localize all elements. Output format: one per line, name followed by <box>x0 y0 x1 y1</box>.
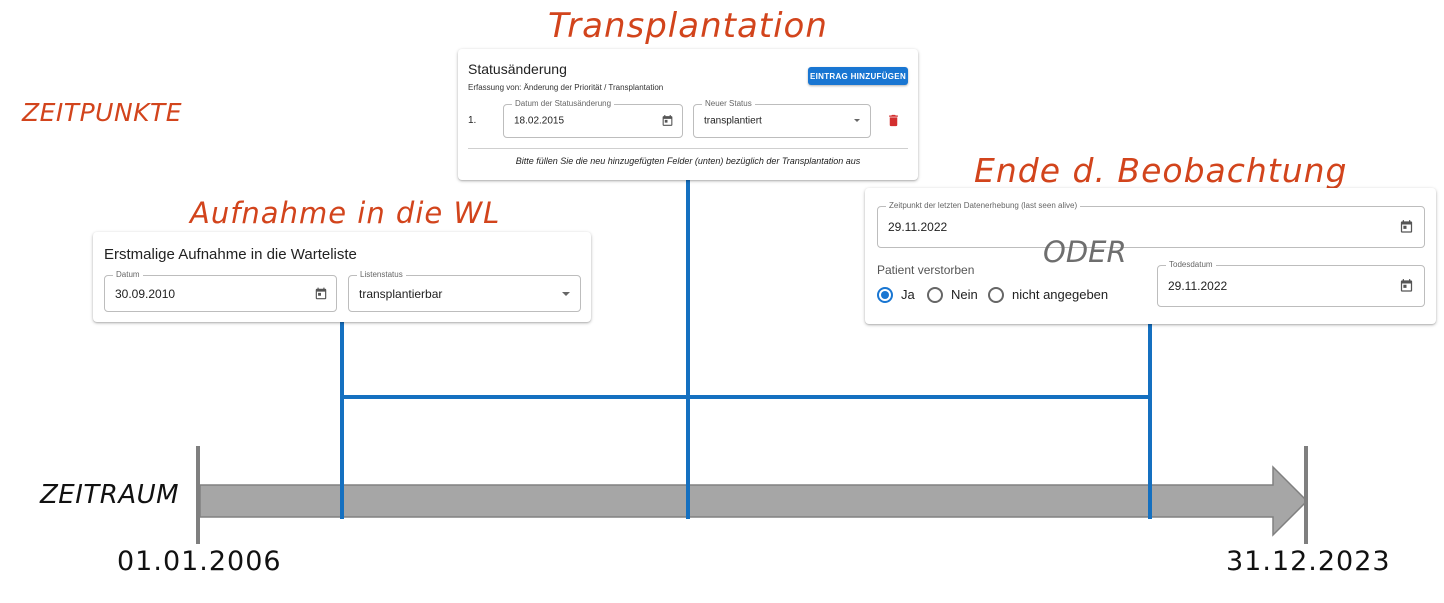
new-status-select[interactable]: Neuer Status transplantiert <box>693 99 871 138</box>
timeline-arrow-shape <box>199 465 1309 537</box>
oder-label: ODER <box>1043 235 1127 269</box>
new-status-value: transplantiert <box>704 115 762 127</box>
delete-icon[interactable] <box>886 113 901 128</box>
connector-horizontal <box>340 395 1152 399</box>
aufnahme-date-field[interactable]: Datum 30.09.2010 <box>104 270 337 312</box>
heading-transplantation: Transplantation <box>548 6 828 46</box>
ende-card: Zeitpunkt der letzten Datenerhebung (las… <box>865 188 1436 324</box>
divider <box>468 148 908 149</box>
calendar-icon[interactable] <box>661 115 674 128</box>
timeline-end-tick <box>1304 446 1308 544</box>
radio-ja[interactable] <box>877 287 893 303</box>
calendar-icon[interactable] <box>314 287 328 301</box>
status-date-field[interactable]: Datum der Statusänderung 18.02.2015 <box>503 99 683 138</box>
death-date-label: Todesdatum <box>1166 260 1216 270</box>
calendar-icon[interactable] <box>1399 220 1414 235</box>
new-status-label: Neuer Status <box>702 99 755 109</box>
aufnahme-date-value: 30.09.2010 <box>115 286 176 301</box>
chevron-down-icon <box>562 291 570 296</box>
last-seen-field[interactable]: Zeitpunkt der letzten Datenerhebung (las… <box>877 201 1425 248</box>
last-seen-value: 29.11.2022 <box>888 220 948 234</box>
listenstatus-select[interactable]: Listenstatus transplantierbar <box>348 270 581 312</box>
connector-transplantation <box>686 180 690 519</box>
connector-aufnahme <box>340 322 344 519</box>
aufnahme-card: Erstmalige Aufnahme in die Warteliste Da… <box>93 232 591 322</box>
status-card-title: Statusänderung <box>468 61 567 77</box>
radio-nein-label: Nein <box>951 287 978 302</box>
heading-aufnahme: Aufnahme in die WL <box>190 196 501 230</box>
listenstatus-label: Listenstatus <box>357 270 406 280</box>
timeline-end-date: 31.12.2023 <box>1226 546 1391 577</box>
status-date-value: 18.02.2015 <box>514 115 565 127</box>
connector-aufnahme-over-arrow <box>340 484 344 519</box>
chevron-down-icon <box>854 119 860 122</box>
aufnahme-date-label: Datum <box>113 270 143 280</box>
death-date-field[interactable]: Todesdatum 29.11.2022 <box>1157 260 1425 307</box>
radio-nicht-angegeben-label: nicht angegeben <box>1012 287 1109 302</box>
timeline-start-date: 01.01.2006 <box>117 546 282 577</box>
heading-ende: Ende d. Beobachtung <box>974 151 1348 190</box>
heading-zeitpunkte: ZEITPUNKTE <box>22 98 183 127</box>
connector-ende <box>1148 324 1152 519</box>
listenstatus-value: transplantierbar <box>359 286 443 301</box>
status-card-note: Bitte füllen Sie die neu hinzugefügten F… <box>515 156 861 166</box>
death-date-value: 29.11.2022 <box>1168 279 1228 293</box>
timeline-start-tick <box>196 446 200 544</box>
add-entry-button[interactable]: EINTRAG HINZUFÜGEN <box>808 67 908 85</box>
aufnahme-card-title: Erstmalige Aufnahme in die Warteliste <box>104 246 357 263</box>
radio-nein[interactable] <box>927 287 943 303</box>
connector-ende-over-arrow <box>1148 484 1152 519</box>
status-change-card: Statusänderung Erfassung von: Änderung d… <box>458 49 918 180</box>
deceased-label: Patient verstorben <box>877 263 975 277</box>
row-number: 1. <box>468 115 477 126</box>
radio-nicht-angegeben[interactable] <box>988 287 1004 303</box>
status-card-subtitle: Erfassung von: Änderung der Priorität / … <box>468 83 664 92</box>
radio-ja-label: Ja <box>901 287 915 302</box>
last-seen-label: Zeitpunkt der letzten Datenerhebung (las… <box>886 201 1081 211</box>
calendar-icon[interactable] <box>1399 279 1414 294</box>
zeitraum-label: ZEITRAUM <box>40 480 180 510</box>
status-date-label: Datum der Statusänderung <box>512 99 615 109</box>
connector-transplantation-over-arrow <box>686 484 690 519</box>
